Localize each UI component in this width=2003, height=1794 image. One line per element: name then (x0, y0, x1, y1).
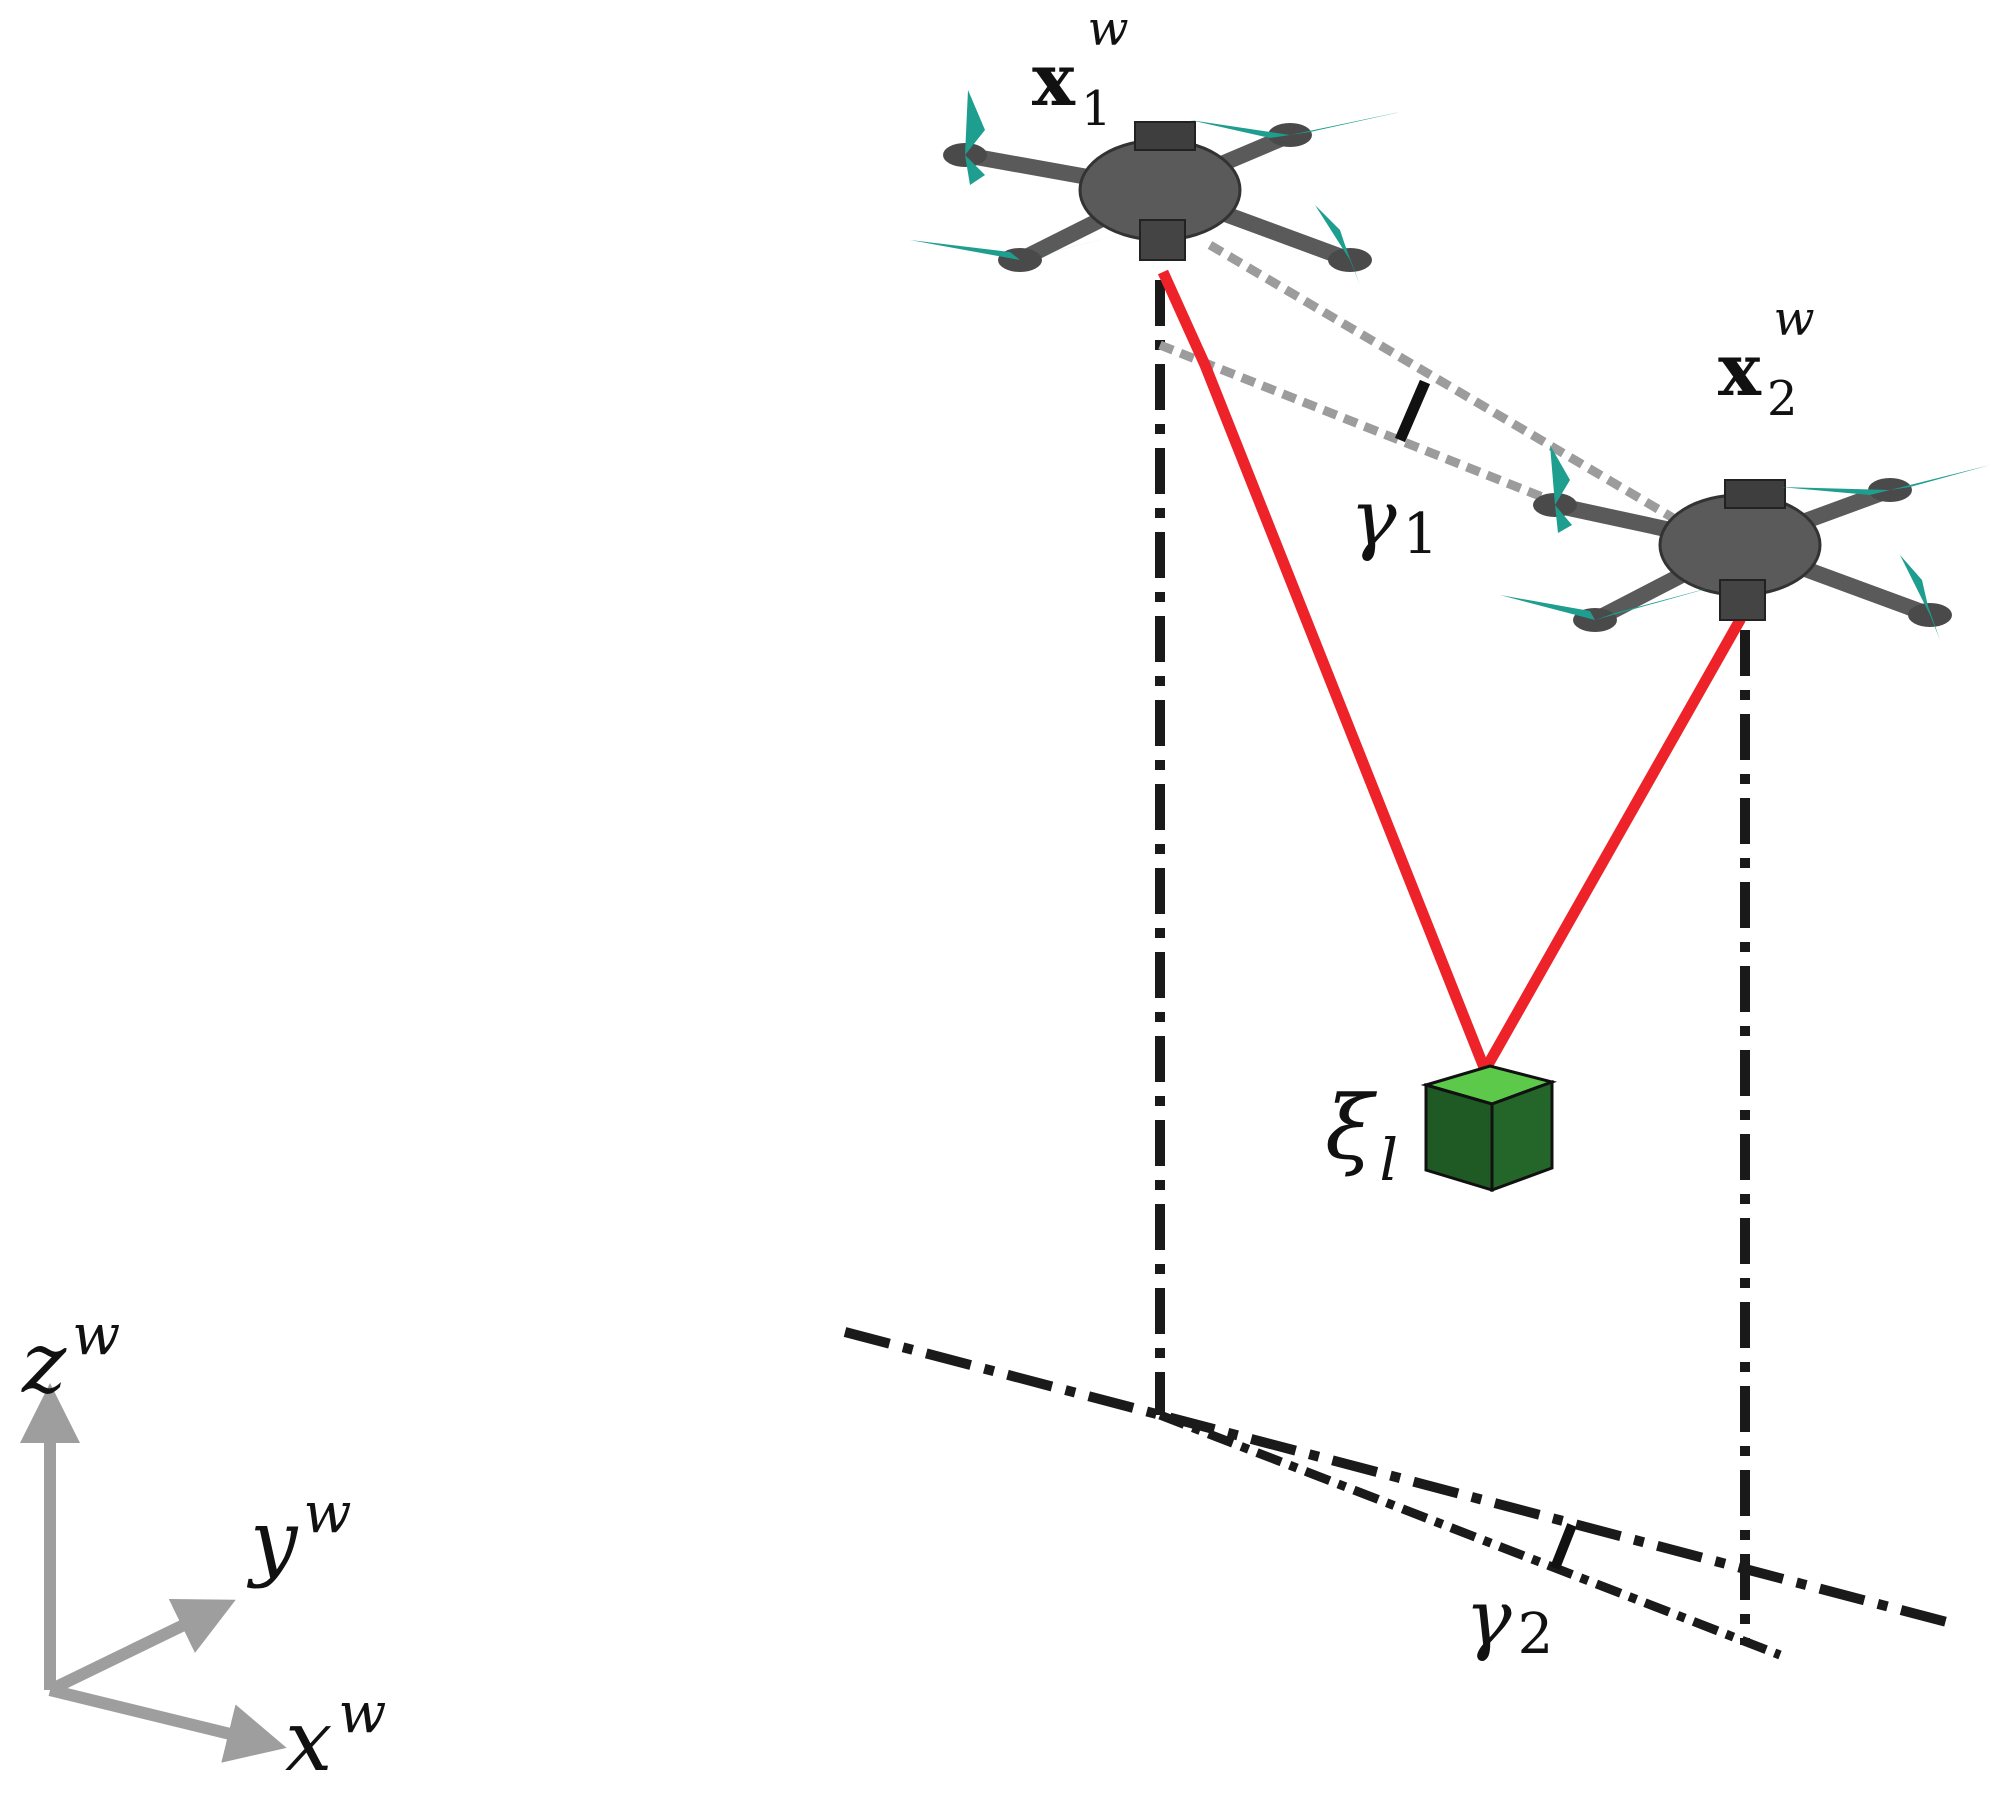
load-cube-icon (1420, 1064, 1558, 1193)
label-axis-y: y w (246, 1481, 351, 1590)
label-load: ξ l (1325, 1076, 1398, 1194)
label-drone1: x 1 w (1032, 1, 1129, 137)
label-gamma2: γ 2 (1465, 1574, 1553, 1667)
label-axis-x: x w (285, 1681, 386, 1790)
gray-projection-line-lower (1158, 340, 1577, 515)
label-drone2: x 2 w (1718, 291, 1815, 427)
gray-projection-line-upper (1207, 241, 1688, 529)
label-axis-z: z w (21, 1303, 120, 1412)
world-axes (19, 1383, 287, 1763)
drone1-quadrotor-icon (910, 90, 1400, 285)
drone2-quadrotor-icon (1500, 445, 1990, 640)
cable-drone1 (1157, 269, 1491, 1073)
ground-line (843, 1327, 1960, 1630)
gamma1-angle-mark (1394, 379, 1431, 443)
gamma2-angle-mark (1550, 1523, 1577, 1570)
cable-drone2 (1479, 614, 1746, 1076)
ground-projection-line (1158, 1410, 1782, 1660)
label-gamma1: γ 1 (1350, 474, 1438, 567)
